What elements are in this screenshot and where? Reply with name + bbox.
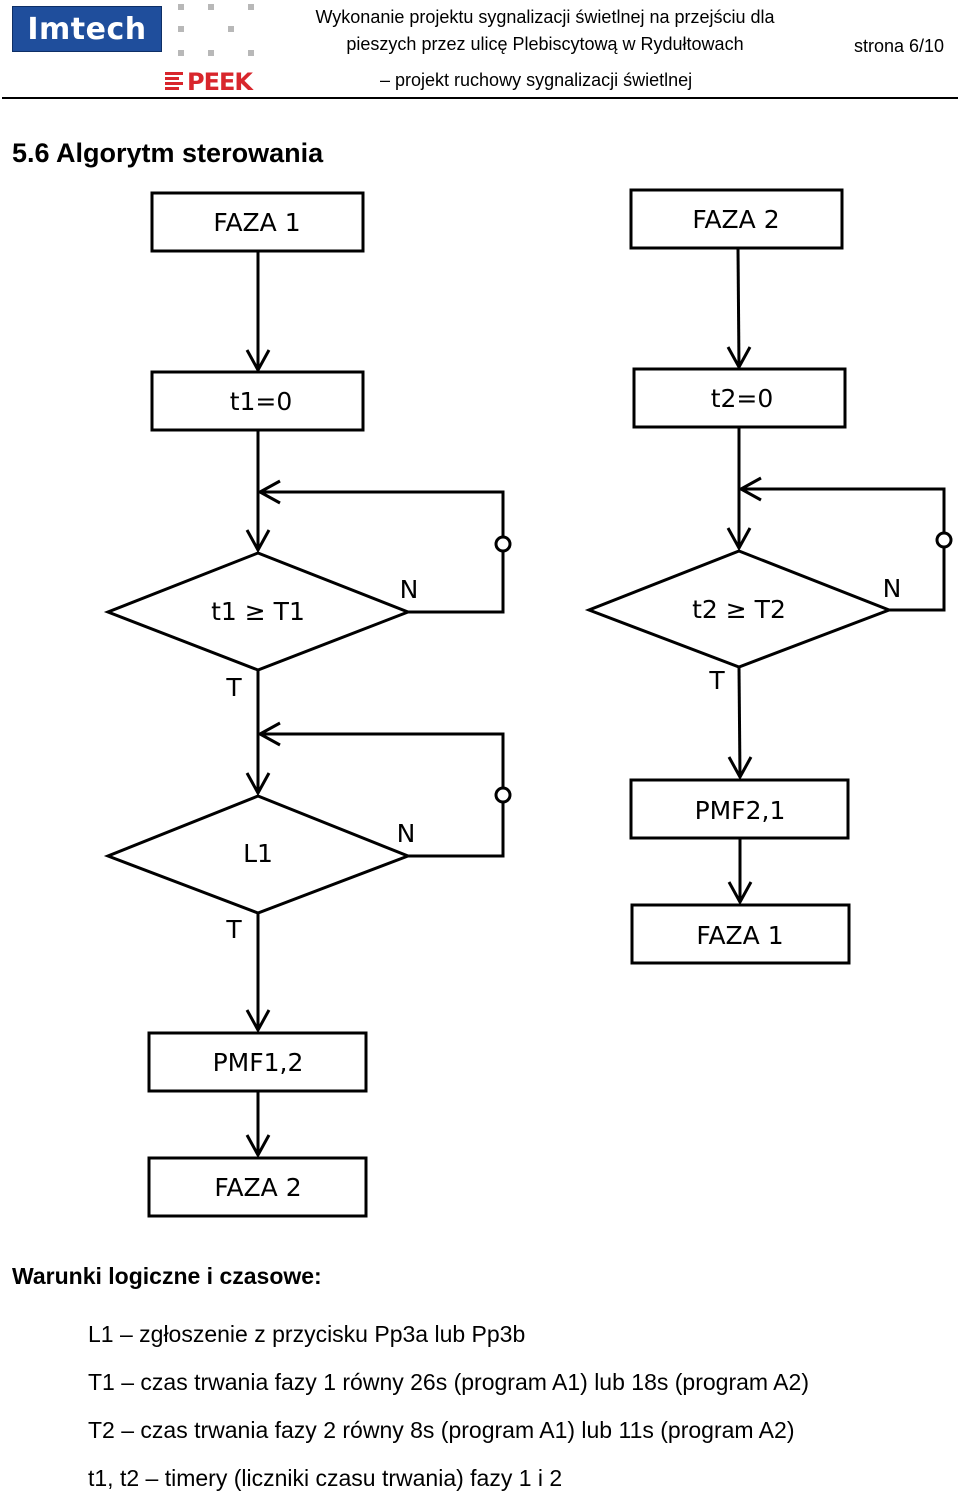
left-start-box — [150, 191, 365, 253]
right-start-box — [629, 188, 844, 250]
loop-marker — [935, 531, 953, 549]
loop-marker — [494, 786, 512, 804]
arrowhead — [726, 527, 752, 552]
arrowhead — [726, 346, 752, 371]
left-init-box — [150, 370, 365, 432]
left-decision2-no-label: N — [397, 819, 416, 848]
left-decision1-yes-label: T — [225, 673, 242, 702]
document-subtitle: – projekt ruchowy sygnalizacji świetlnej — [380, 70, 693, 90]
left-decision2-label: L1 — [243, 839, 273, 868]
arrowhead — [256, 721, 281, 747]
condition-item: L1 – zgłoszenie z przycisku Pp3a lub Pp3… — [88, 1321, 526, 1347]
left-end-box — [147, 1156, 368, 1218]
right-init-label: t2=0 — [711, 384, 774, 413]
arrowhead — [245, 1134, 271, 1159]
page-header: Imtech PEEK Wykonanie projektu sygnaliza… — [0, 0, 960, 100]
left-decision1-label: t1 ≥ T1 — [211, 597, 305, 626]
section-title: 5.6 Algorytm sterowania — [12, 138, 324, 168]
conditions-list: L1 – zgłoszenie z przycisku Pp3a lub Pp3… — [88, 1310, 809, 1502]
right-end-box — [630, 903, 851, 965]
right-end-label: FAZA 1 — [696, 921, 783, 950]
loop-marker — [494, 535, 512, 553]
left-start-label: FAZA 1 — [213, 208, 300, 237]
condition-item: T1 – czas trwania fazy 1 równy 26s (prog… — [88, 1369, 809, 1395]
right-decision1-label: t2 ≥ T2 — [692, 595, 786, 624]
arrowhead — [245, 1009, 271, 1034]
arrowhead — [727, 881, 753, 906]
right-loop1 — [741, 487, 946, 612]
right-start-label: FAZA 2 — [692, 205, 779, 234]
conditions-title: Warunki logiczne i czasowe: — [12, 1263, 322, 1289]
logo-dot-pattern — [168, 4, 268, 64]
right-decision1-yes-label: T — [708, 666, 725, 695]
document-title: Wykonanie projektu sygnalizacji świetlne… — [315, 7, 775, 54]
imtech-logo: Imtech — [12, 6, 162, 52]
right-init-box — [632, 367, 847, 429]
condition-item: t1, t2 – timery (liczniki czasu trwania)… — [88, 1465, 563, 1491]
right-decision1-no-label: N — [883, 574, 902, 603]
arrowhead — [727, 756, 753, 781]
left-decision2-diamond — [103, 794, 413, 915]
left-loop1 — [260, 490, 505, 614]
condition-item: T2 – czas trwania fazy 2 równy 8s (progr… — [88, 1417, 795, 1443]
arrowhead — [245, 529, 271, 554]
left-end-label: FAZA 2 — [214, 1173, 301, 1202]
page-number: strona 6/10 — [854, 36, 945, 56]
left-loop2 — [260, 732, 505, 858]
left-init-label: t1=0 — [230, 387, 293, 416]
right-transition-label: PMF2,1 — [695, 796, 786, 825]
left-decision2-yes-label: T — [225, 915, 242, 944]
left-decision1-diamond — [103, 551, 413, 672]
left-transition-box — [147, 1031, 368, 1093]
arrowhead — [245, 349, 271, 374]
arrowhead — [245, 772, 271, 797]
right-decision1-diamond — [584, 549, 894, 669]
peek-logo: PEEK — [165, 68, 265, 98]
right-transition-box — [629, 778, 850, 840]
left-transition-label: PMF1,2 — [213, 1048, 304, 1077]
left-decision1-no-label: N — [400, 575, 419, 604]
arrowhead — [737, 476, 762, 502]
arrowhead — [256, 479, 281, 505]
header-divider — [2, 97, 958, 99]
